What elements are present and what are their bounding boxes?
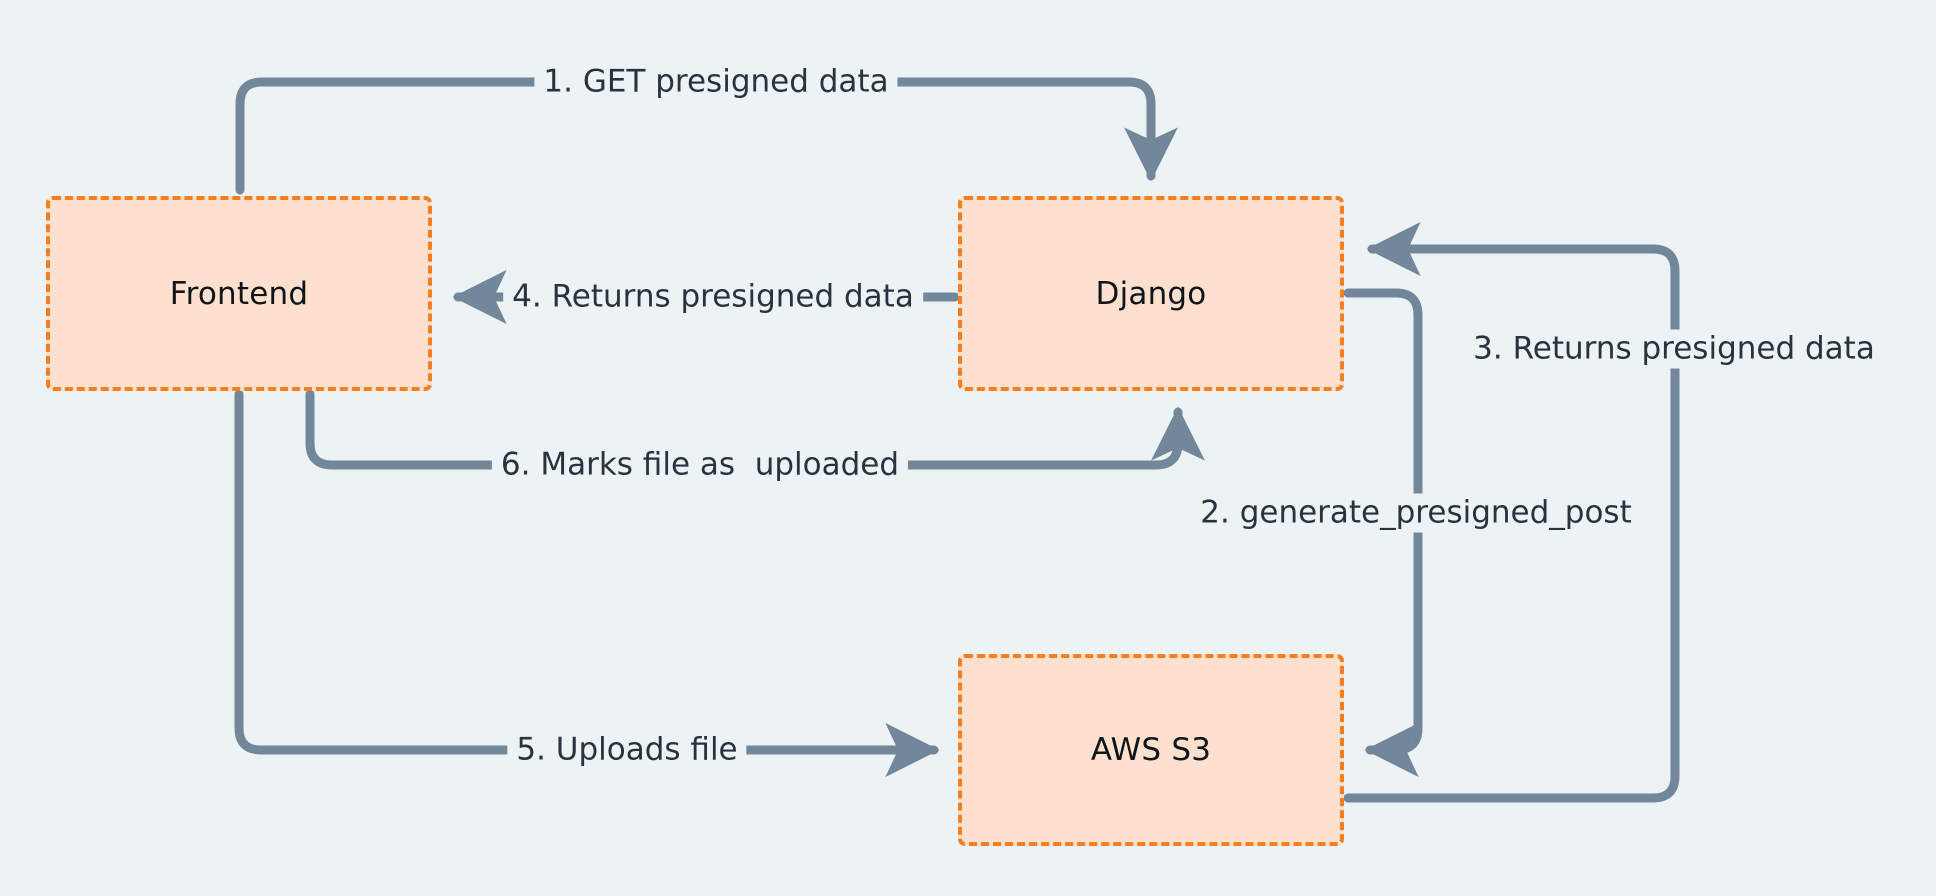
edge-path-5 [234, 389, 940, 777]
edge-label-5: 5. Uploads file [507, 730, 747, 770]
node-django-label: Django [1095, 275, 1207, 312]
node-aws-s3[interactable]: AWS S3 [958, 654, 1344, 846]
node-frontend-label: Frontend [169, 275, 309, 312]
node-django[interactable]: Django [958, 196, 1344, 391]
edge-label-6: 6. Marks file as uploaded [491, 445, 909, 485]
edge-label-3: 3. Returns presigned data [1464, 329, 1884, 369]
edge-label-2: 2. generate_presigned_post [1191, 493, 1641, 533]
node-aws-s3-label: AWS S3 [1090, 732, 1212, 768]
edge-label-1: 1. GET presigned data [534, 62, 898, 102]
node-frontend[interactable]: Frontend [46, 196, 432, 391]
edge-path-3 [1343, 222, 1680, 803]
edge-label-4: 4. Returns presigned data [503, 277, 923, 317]
